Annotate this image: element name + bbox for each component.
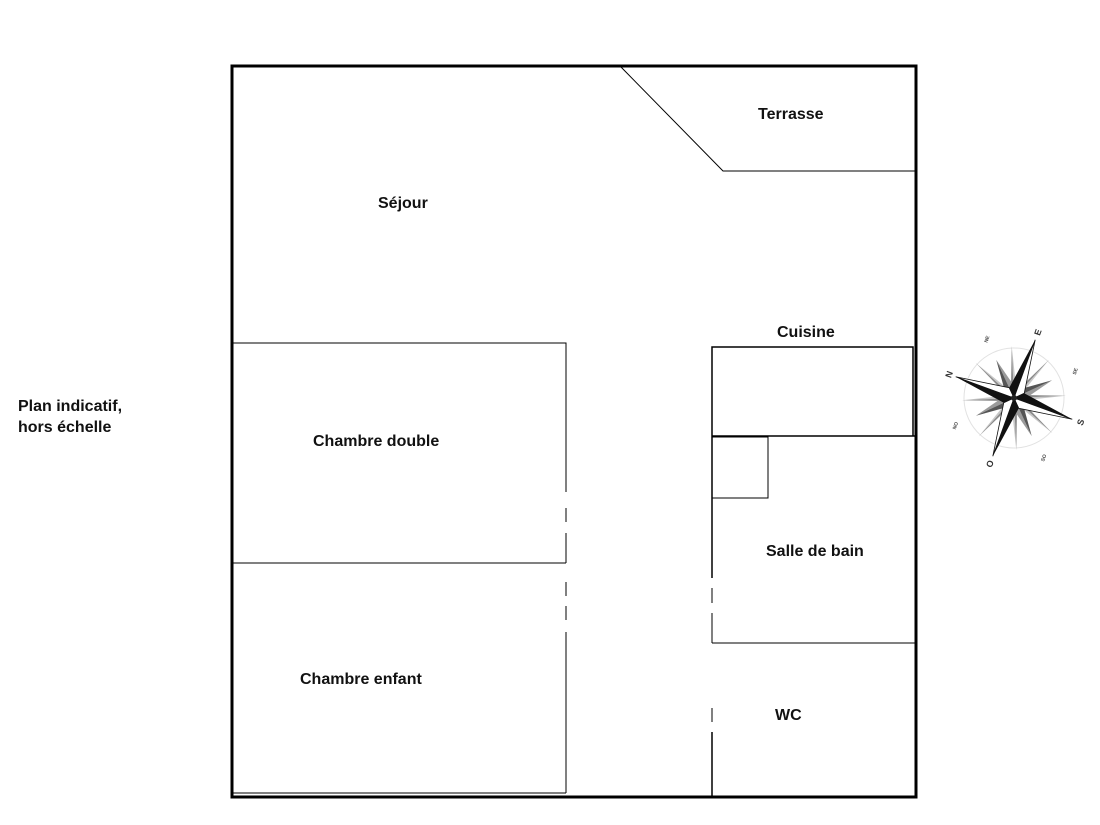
- compass-rose-icon: N E S O NE SE SO NO: [943, 328, 1086, 469]
- room-label-sejour: Séjour: [378, 195, 428, 212]
- compass-letter-o: O: [984, 459, 996, 469]
- compass-letter-ne: NE: [983, 334, 991, 343]
- compass-letter-so: SO: [1040, 453, 1048, 462]
- room-label-chambre-double: Chambre double: [313, 433, 439, 450]
- terrasse-boundary: [619, 65, 916, 172]
- compass-letter-e: E: [1032, 328, 1043, 337]
- compass-cardinal-points: [955, 339, 1073, 457]
- compass-center: [1011, 395, 1017, 401]
- shower-square: [711, 436, 769, 499]
- room-label-terrasse: Terrasse: [758, 106, 824, 123]
- room-label-salle-de-bain: Salle de bain: [766, 543, 864, 560]
- chambre-double-wall: [232, 342, 567, 492]
- scale-note: Plan indicatif, hors échelle: [18, 396, 122, 438]
- compass-letter-s: S: [1075, 418, 1086, 427]
- scale-note-line-1: Plan indicatif,: [18, 398, 123, 415]
- outer-wall: [230, 64, 918, 799]
- room-label-cuisine: Cuisine: [777, 324, 835, 341]
- compass-letter-n: N: [943, 370, 955, 380]
- room-label-wc: WC: [775, 707, 802, 724]
- scale-note-line-2: hors échelle: [18, 419, 112, 436]
- room-label-chambre-enfant: Chambre enfant: [300, 671, 422, 688]
- compass-letter-se: SE: [1072, 367, 1080, 376]
- compass-letter-no: NO: [952, 421, 960, 430]
